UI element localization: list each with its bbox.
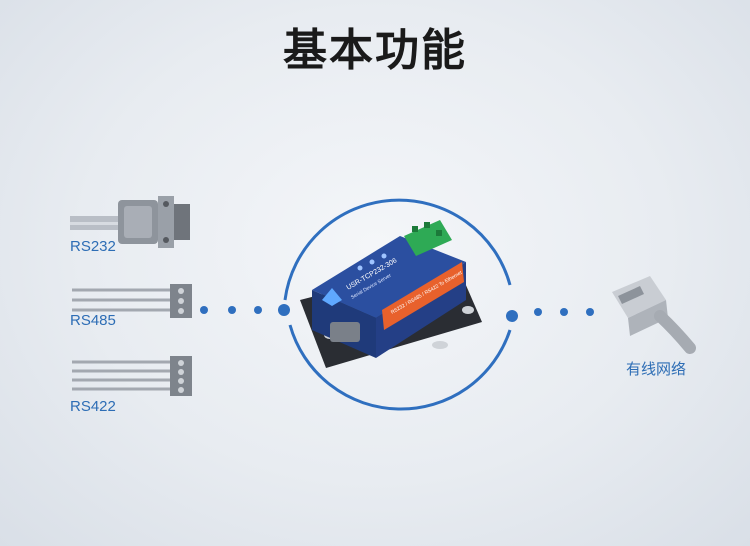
terminal-block-icon [72, 356, 192, 396]
ring-node-left [278, 304, 290, 316]
rs232-label: RS232 [70, 238, 116, 255]
network-label: 有线网络 [626, 361, 687, 378]
serial-device-server [300, 220, 482, 368]
db9-connector-icon [70, 196, 190, 248]
link-dots-right [534, 308, 594, 316]
ring-arc-top [283, 198, 512, 301]
link-dots-left [200, 306, 262, 314]
terminal-block-icon [72, 284, 192, 318]
ring-node-right [506, 310, 518, 322]
ring-arc-bottom [288, 324, 512, 411]
page-title: 基本功能 [283, 25, 467, 76]
rj45-plug-icon [612, 276, 696, 354]
rs422-label: RS422 [70, 398, 116, 415]
rs485-label: RS485 [70, 312, 116, 329]
